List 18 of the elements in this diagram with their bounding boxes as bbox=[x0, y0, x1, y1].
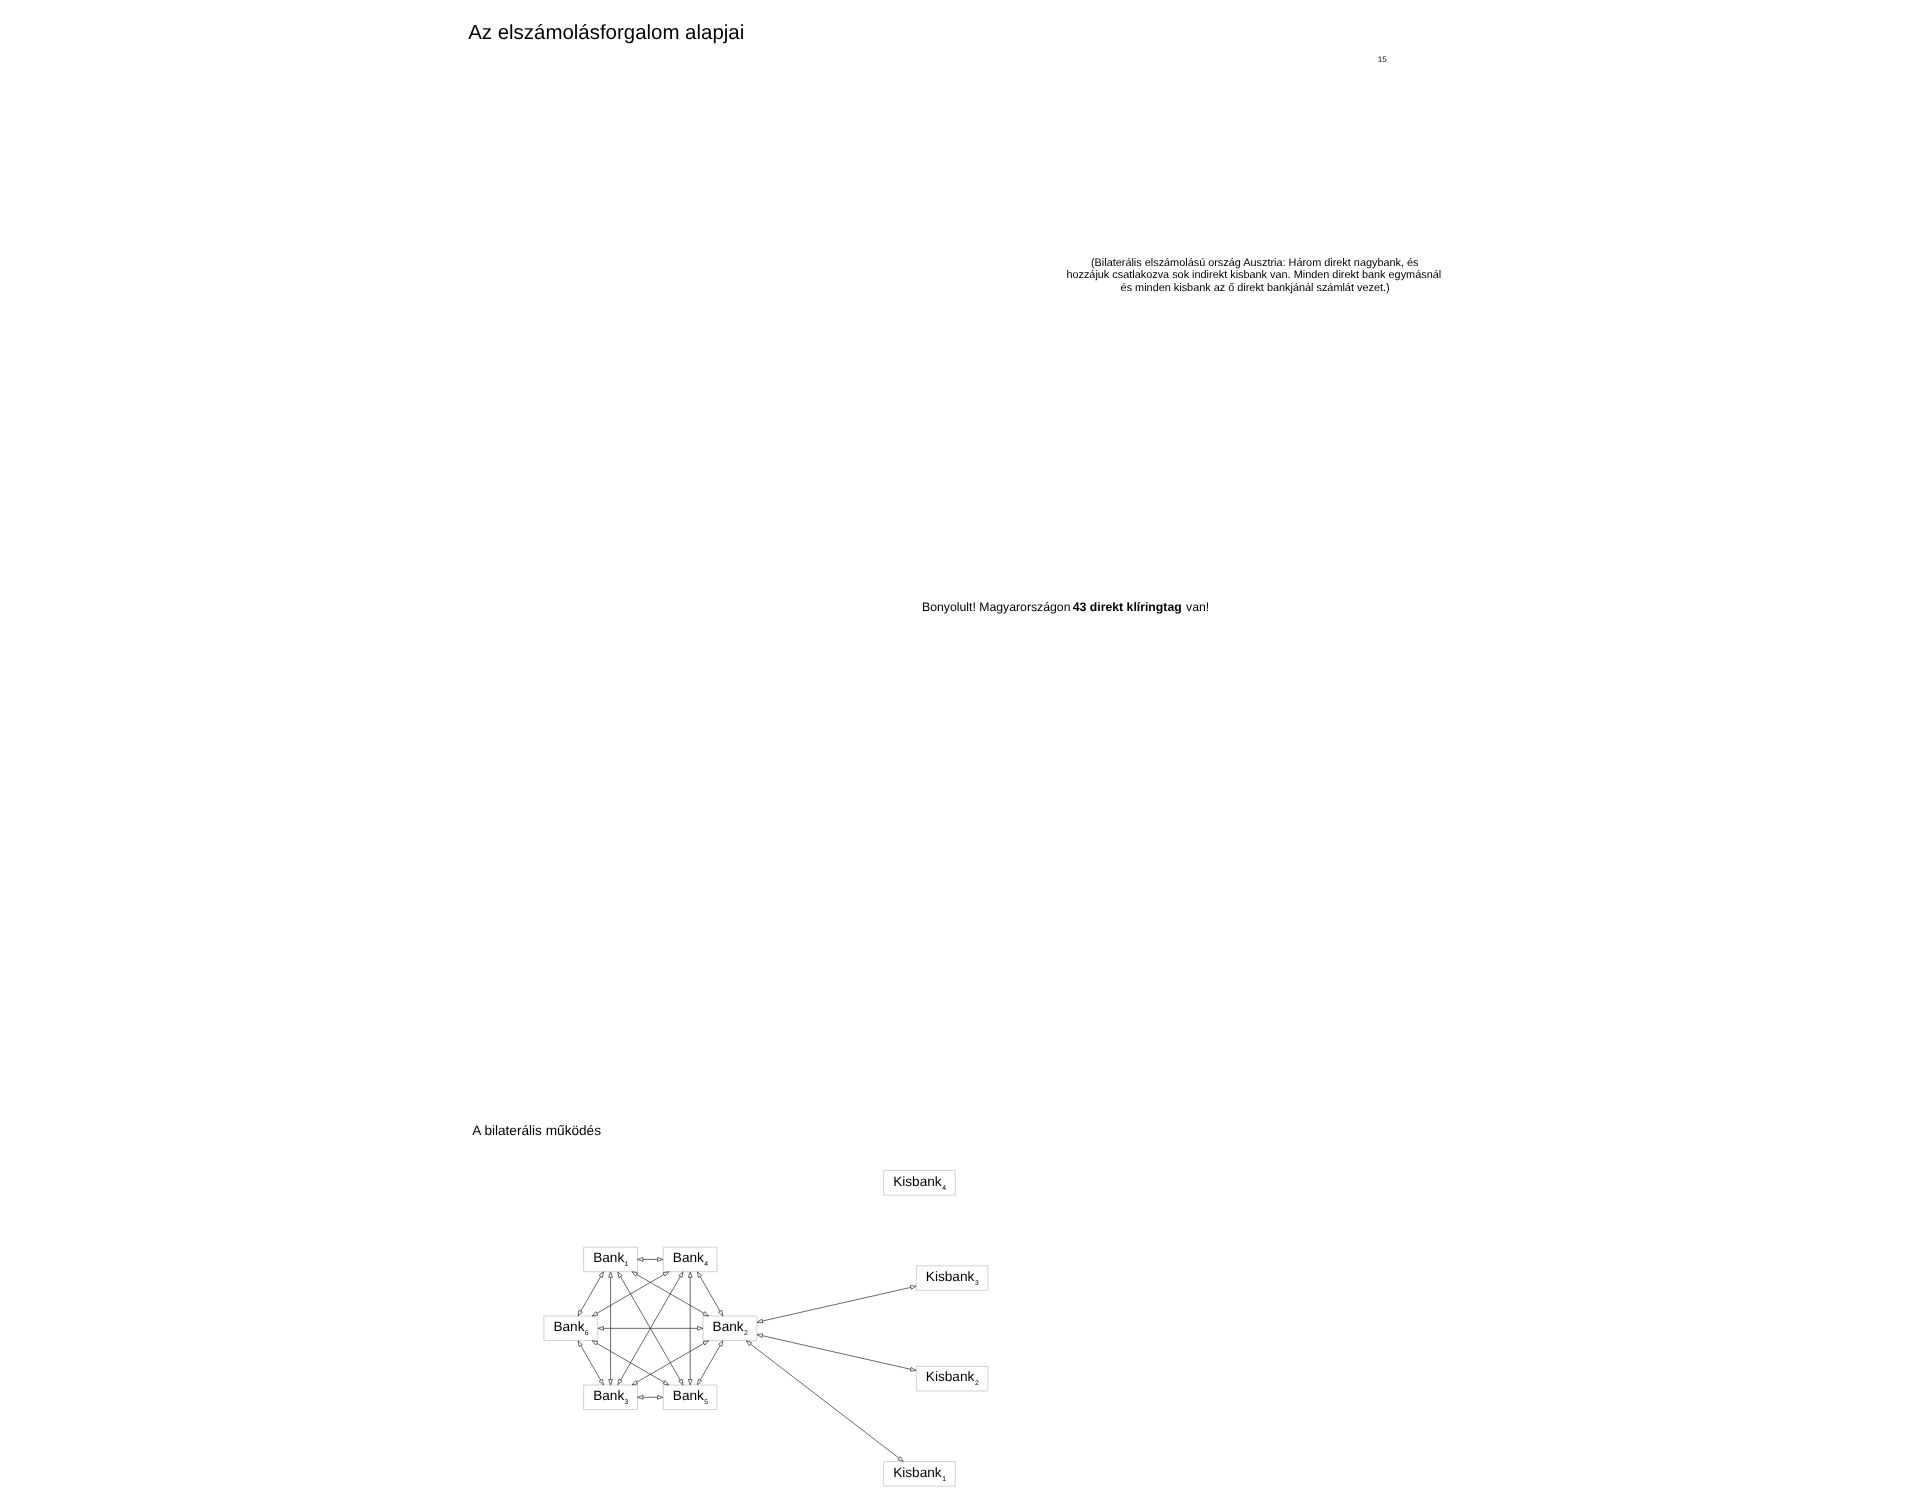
arrow bbox=[607, 1271, 612, 1386]
arrow bbox=[576, 1271, 603, 1317]
arrow bbox=[590, 1271, 669, 1317]
arrow bbox=[686, 1271, 692, 1386]
arrow bbox=[590, 1340, 669, 1386]
arrow bbox=[576, 1340, 603, 1386]
arrow bbox=[596, 1326, 703, 1331]
arrow bbox=[744, 1340, 903, 1462]
arrow bbox=[696, 1340, 723, 1386]
arrow bbox=[636, 1257, 663, 1262]
arrow bbox=[616, 1271, 683, 1386]
arrow bbox=[755, 1285, 916, 1324]
arrow bbox=[636, 1395, 663, 1400]
arrow bbox=[630, 1340, 708, 1386]
arrow bbox=[630, 1271, 708, 1317]
arrow bbox=[696, 1271, 723, 1317]
diagram-title: Az elszámolásforgalom alapjai bbox=[467, 22, 744, 45]
arrow bbox=[755, 1333, 916, 1372]
